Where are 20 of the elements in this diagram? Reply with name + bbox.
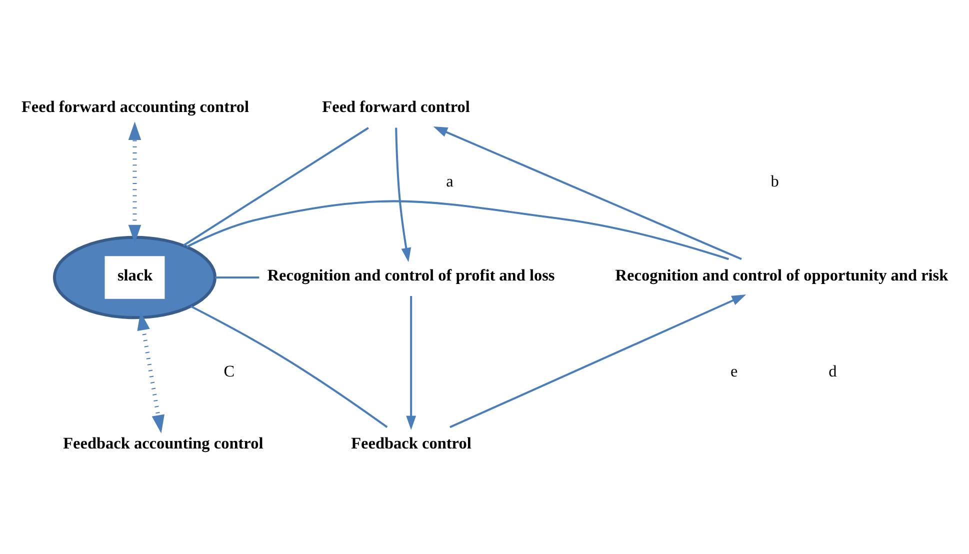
connector (190, 305, 388, 428)
node-text: Feedback control (350, 434, 471, 452)
node-text: Feedback accounting control (62, 434, 263, 452)
arrow (449, 294, 746, 428)
arrow (432, 126, 742, 260)
node-text: Feed forward control (322, 98, 470, 116)
label: d (828, 362, 836, 380)
connector (214, 276, 259, 278)
connector (186, 200, 729, 260)
label: a (446, 172, 453, 190)
arrow (406, 295, 416, 430)
connector (182, 126, 368, 246)
node-text: Feed forward accounting control (20, 98, 249, 116)
label: e (730, 362, 738, 380)
arrow (394, 127, 411, 262)
node-text: Recognition and control of opportunity and risk (614, 266, 948, 284)
label: b (770, 172, 778, 190)
node-ellipse: slack (52, 235, 216, 319)
node-text: Recognition and control of profit and loss (266, 266, 554, 284)
label: C (223, 362, 234, 380)
